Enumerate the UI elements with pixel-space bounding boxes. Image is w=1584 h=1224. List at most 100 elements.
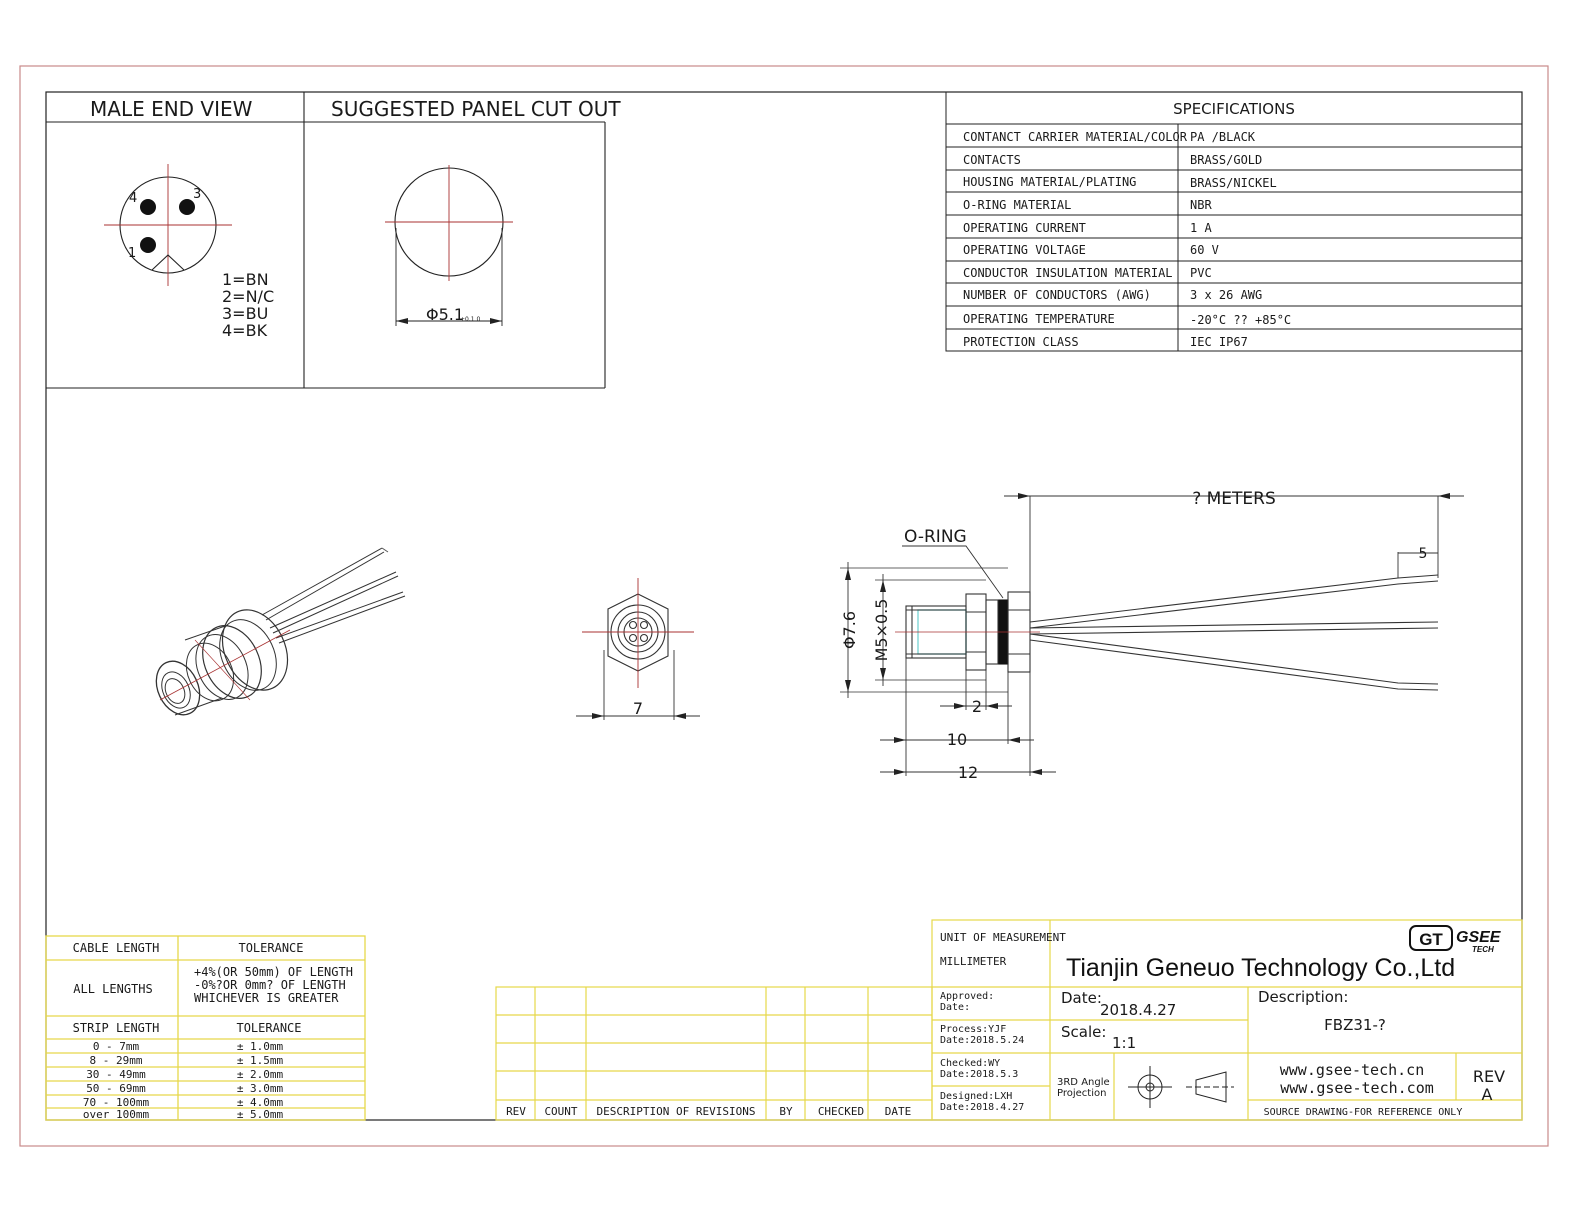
- strip-tol: ± 5.0mm: [237, 1108, 284, 1121]
- spec-label: O-RING MATERIAL: [963, 198, 1071, 212]
- spec-label: CONDUCTOR INSULATION MATERIAL: [963, 266, 1173, 280]
- panel-cut-tolerance: +0.1 0: [460, 316, 480, 323]
- spec-label: CONTANCT CARRIER MATERIAL/COLOR: [963, 130, 1188, 144]
- spec-value: BRASS/NICKEL: [1190, 176, 1277, 190]
- projection-symbol-icon: [1128, 1066, 1234, 1108]
- description-header: DESCRIPTION OF REVISIONS: [597, 1105, 756, 1118]
- logo-mark: GT: [1419, 930, 1443, 949]
- unit-value: MILLIMETER: [940, 955, 1007, 968]
- spec-value: 1 A: [1190, 221, 1212, 235]
- approval-fields: Approved: Date: Process:YJF Date:2018.5.…: [940, 991, 1024, 1113]
- male-end-view-drawing: [104, 164, 232, 286]
- front-view: [576, 578, 700, 720]
- spec-label: OPERATING VOLTAGE: [963, 243, 1086, 257]
- panel-cut-diameter: Φ5.1: [426, 305, 464, 324]
- date-value: 2018.4.27: [1100, 1001, 1176, 1019]
- spec-value: PA /BLACK: [1190, 130, 1256, 144]
- view-boxes: [46, 92, 606, 389]
- designed-date: Date:2018.4.27: [940, 1102, 1024, 1113]
- cable-length-dim: ? METERS: [1192, 489, 1276, 509]
- spec-value: 3 x 26 AWG: [1190, 288, 1262, 302]
- checked-label: Checked:WY: [940, 1058, 1000, 1069]
- spec-value: BRASS/GOLD: [1190, 153, 1262, 167]
- company-name: Tianjin Geneuo Technology Co.,Ltd: [1066, 954, 1455, 982]
- website-com: www.gsee-tech.com: [1280, 1079, 1434, 1097]
- process-label: Process:YJF: [940, 1024, 1006, 1035]
- all-lengths-tol-3: WHICHEVER IS GREATER: [194, 991, 339, 1005]
- thread-dim: M5×0.5: [872, 599, 891, 662]
- rev-value: A: [1482, 1085, 1493, 1104]
- front-width-dim: 7: [633, 699, 643, 718]
- spec-value: NBR: [1190, 198, 1212, 212]
- gsee-logo: GT GSEE TECH: [1409, 925, 1502, 954]
- spec-label: OPERATING CURRENT: [963, 221, 1086, 235]
- pin-4: [140, 199, 156, 215]
- specifications-table: [945, 91, 1523, 352]
- website-cn: www.gsee-tech.cn: [1280, 1061, 1425, 1079]
- pin-number-1: 1: [128, 246, 136, 261]
- spec-label: CONTACTS: [963, 153, 1021, 167]
- pin-1: [140, 237, 156, 253]
- side-view-arrows: [845, 493, 1450, 775]
- rev-label: REV: [1473, 1067, 1505, 1086]
- pin-map-1: 1=BN: [222, 270, 269, 289]
- description-label: Description:: [1258, 988, 1348, 1006]
- cable-length-header: CABLE LENGTH: [73, 941, 160, 955]
- panel-cut-title: SUGGESTED PANEL CUT OUT: [331, 97, 621, 121]
- strip-length-header: STRIP LENGTH: [73, 1021, 160, 1035]
- strip-dim: 5: [1419, 546, 1428, 562]
- o-ring-label: O-RING: [904, 527, 967, 547]
- projection-line-1: 3RD Angle: [1057, 1077, 1110, 1088]
- all-lengths-tol-2: -0%?OR 0mm? OF LENGTH: [194, 978, 346, 992]
- strip-range: 8 - 29mm: [90, 1054, 143, 1067]
- strip-tol: ± 2.0mm: [237, 1068, 284, 1081]
- all-lengths-label: ALL LENGTHS: [73, 982, 152, 996]
- male-end-view-title: MALE END VIEW: [90, 97, 253, 121]
- spec-value: -20°C ?? +85°C: [1190, 313, 1291, 327]
- spec-label: HOUSING MATERIAL/PLATING: [963, 175, 1136, 189]
- logo-name: GSEE: [1456, 929, 1502, 946]
- outer-frame: [19, 65, 1549, 1147]
- pin-map-3: 3=BU: [222, 304, 268, 323]
- strip-tol: ± 1.0mm: [237, 1040, 284, 1053]
- title-block: [931, 919, 1523, 1121]
- spec-value: IEC IP67: [1190, 335, 1248, 349]
- tolerance-header: TOLERANCE: [238, 941, 303, 955]
- dim-2: 2: [972, 697, 982, 716]
- description-value: FBZ31-?: [1324, 1016, 1386, 1034]
- pin-number-4: 4: [129, 191, 137, 206]
- revision-headers: REV COUNT DESCRIPTION OF REVISIONS BY CH…: [506, 1105, 911, 1118]
- checked-date: Date:2018.5.3: [940, 1069, 1018, 1080]
- process-date: Date:2018.5.24: [940, 1035, 1024, 1046]
- side-view: [840, 495, 1464, 776]
- rev-header: REV: [506, 1105, 526, 1118]
- strip-tol: ± 1.5mm: [237, 1054, 284, 1067]
- source-note: SOURCE DRAWING-FOR REFERENCE ONLY: [1264, 1107, 1463, 1118]
- strip-rows: 0 - 7mm ± 1.0mm 8 - 29mm ± 1.5mm 30 - 49…: [83, 1040, 284, 1121]
- logo-sub: TECH: [1472, 945, 1494, 954]
- panel-cut-drawing: [385, 165, 513, 326]
- strip-range: 70 - 100mm: [83, 1096, 150, 1109]
- strip-range: 50 - 69mm: [86, 1082, 146, 1095]
- designed-label: Designed:LXH: [940, 1091, 1012, 1102]
- specifications-rows: CONTANCT CARRIER MATERIAL/COLOR PA /BLAC…: [963, 130, 1291, 349]
- strip-range: over 100mm: [83, 1108, 150, 1121]
- approved-date-label: Date:: [940, 1002, 970, 1013]
- specifications-title: SPECIFICATIONS: [1173, 100, 1295, 118]
- dim-12: 12: [958, 763, 978, 782]
- strip-tol: ± 3.0mm: [237, 1082, 284, 1095]
- tolerance-table: [45, 935, 366, 1121]
- scale-value: 1:1: [1112, 1034, 1136, 1052]
- spec-label: PROTECTION CLASS: [963, 335, 1079, 349]
- spec-value: 60 V: [1190, 243, 1219, 257]
- strip-tolerance-header: TOLERANCE: [236, 1021, 301, 1035]
- spec-label: NUMBER OF CONDUCTORS (AWG): [963, 288, 1151, 302]
- scale-label: Scale:: [1061, 1023, 1106, 1041]
- pin-map-2: 2=N/C: [222, 287, 274, 306]
- count-header: COUNT: [544, 1105, 577, 1118]
- date-header: DATE: [885, 1105, 912, 1118]
- approved-label: Approved:: [940, 991, 994, 1002]
- projection-line-2: Projection: [1057, 1088, 1106, 1099]
- date-label: Date:: [1061, 989, 1102, 1007]
